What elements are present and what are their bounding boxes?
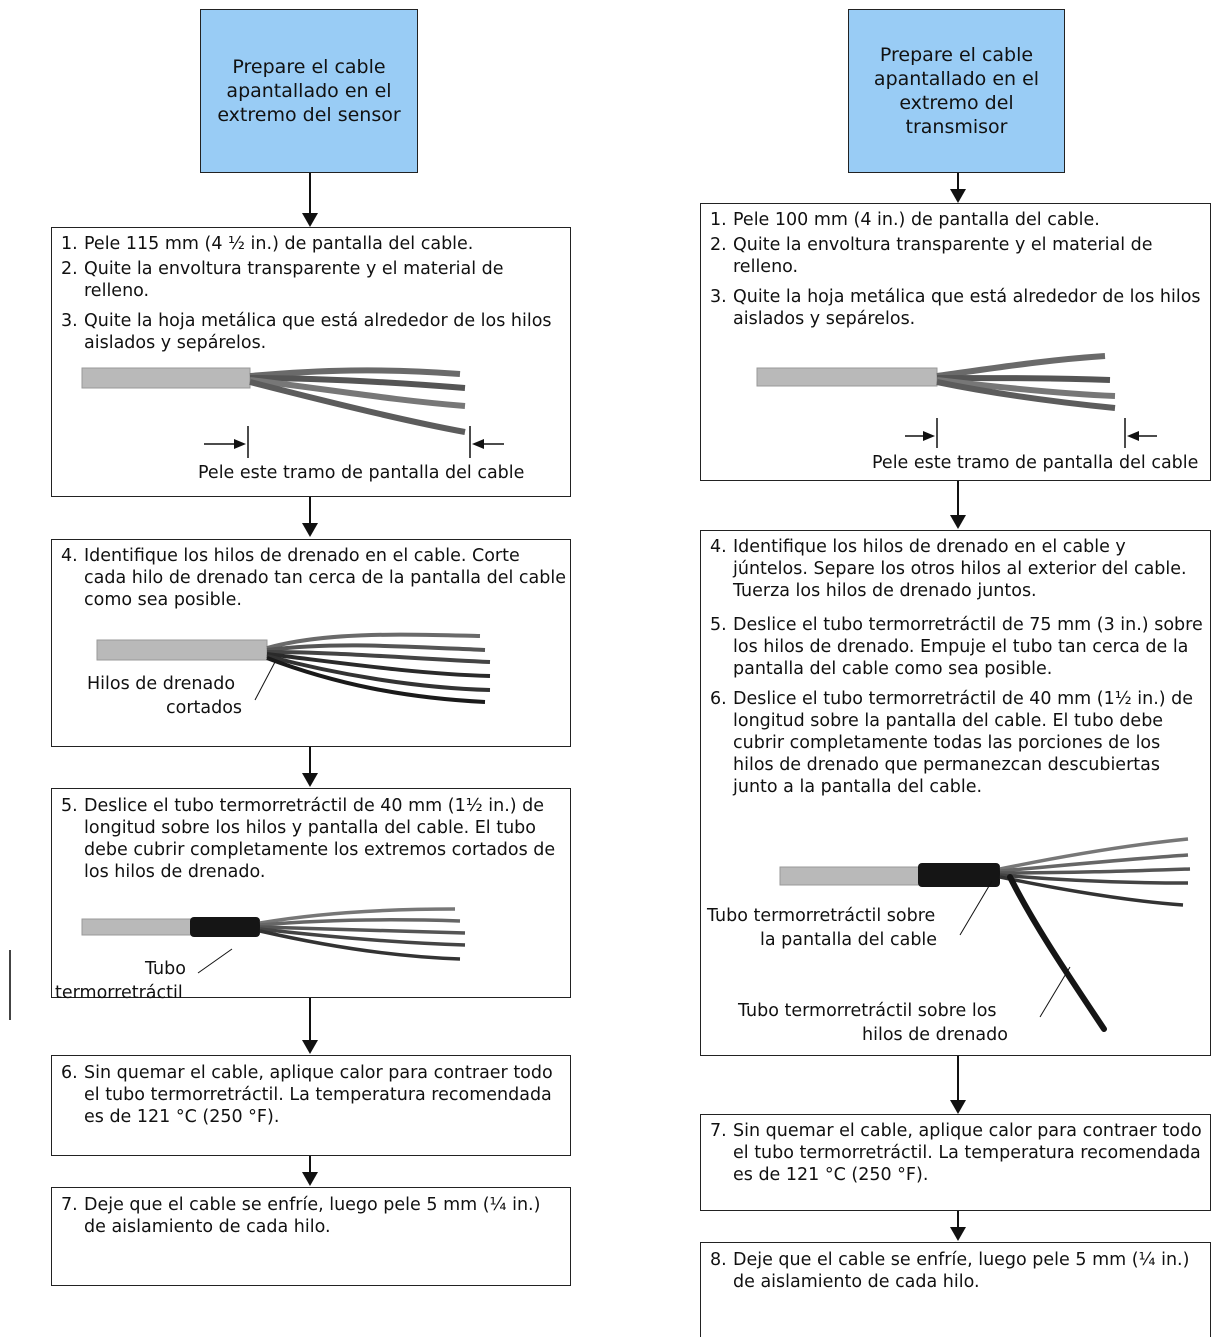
right-tube-shield-label-1: Tubo termorretráctil sobre (707, 906, 936, 926)
left-step-5: 5. Deslice el tubo termorretráctil de 40… (61, 796, 556, 882)
left-step-4: 4. Identifique los hilos de drenado en e… (61, 546, 566, 610)
right-step-7: 7. Sin quemar el cable, aplique calor pa… (710, 1121, 1202, 1185)
left-tube-label-2: termorretráctil (55, 983, 183, 1003)
left-stripped-cable-image (81, 367, 504, 458)
left-step-1: 1. Pele 115 mm (4 ½ in.) de pantalla del… (61, 234, 474, 254)
left-tube-label-1: Tubo (145, 959, 186, 979)
right-step-8: 8. Deje que el cable se enfríe, luego pe… (710, 1250, 1190, 1292)
left-margin-bar (9, 950, 11, 1020)
right-header-text: Prepare el cable apantallado en el extre… (873, 44, 1040, 138)
left-step-7: 7. Deje que el cable se enfríe, luego pe… (61, 1195, 541, 1237)
right-tube-shield-label-2: la pantalla del cable (760, 930, 938, 950)
right-strip-caption: Pele este tramo de pantalla del cable (872, 453, 1199, 473)
right-step-box-2 (700, 530, 1211, 1056)
right-step-6: 6. Deslice el tubo termorretráctil de 40… (710, 689, 1194, 797)
left-header-box: Prepare el cable apantallado en el extre… (200, 9, 418, 173)
left-step-2: 2. Quite la envoltura transparente y el … (61, 259, 504, 301)
right-tube-drain-label-1: Tubo termorretráctil sobre los (738, 1001, 997, 1021)
right-header-box: Prepare el cable apantallado en el extre… (848, 9, 1065, 173)
right-step-box-1 (700, 203, 1211, 481)
right-step-1: 1. Pele 100 mm (4 in.) de pantalla del c… (710, 210, 1100, 230)
left-step-box-4 (51, 1055, 571, 1156)
right-tube-drain-label-2: hilos de drenado (862, 1025, 1008, 1045)
left-shrink-tube-image (81, 907, 466, 974)
left-header-text: Prepare el cable apantallado en el extre… (217, 56, 401, 126)
right-stripped-cable-image (756, 353, 1157, 448)
right-shrink-tube-image (779, 837, 1191, 1032)
right-step-5: 5. Deslice el tubo termorretráctil de 75… (710, 615, 1203, 679)
left-step-3: 3. Quite la hoja metálica que está alred… (61, 311, 552, 353)
left-step-6: 6. Sin quemar el cable, aplique calor pa… (61, 1063, 553, 1127)
right-step-box-4 (700, 1242, 1211, 1337)
right-step-4: 4. Identifique los hilos de drenado en e… (710, 537, 1187, 601)
left-step-box-5 (51, 1187, 571, 1286)
left-step-box-3 (51, 788, 571, 998)
left-drain-label-1: Hilos de drenado (87, 674, 236, 694)
right-step-3: 3. Quite la hoja metálica que está alred… (710, 287, 1201, 329)
left-strip-caption: Pele este tramo de pantalla del cable (198, 463, 525, 483)
left-step-box-1 (51, 227, 571, 497)
left-drain-label-2: cortados (166, 698, 243, 718)
left-cut-drain-wires-image (96, 632, 491, 704)
right-step-2: 2. Quite la envoltura transparente y el … (710, 235, 1153, 277)
right-step-box-3 (700, 1114, 1211, 1211)
